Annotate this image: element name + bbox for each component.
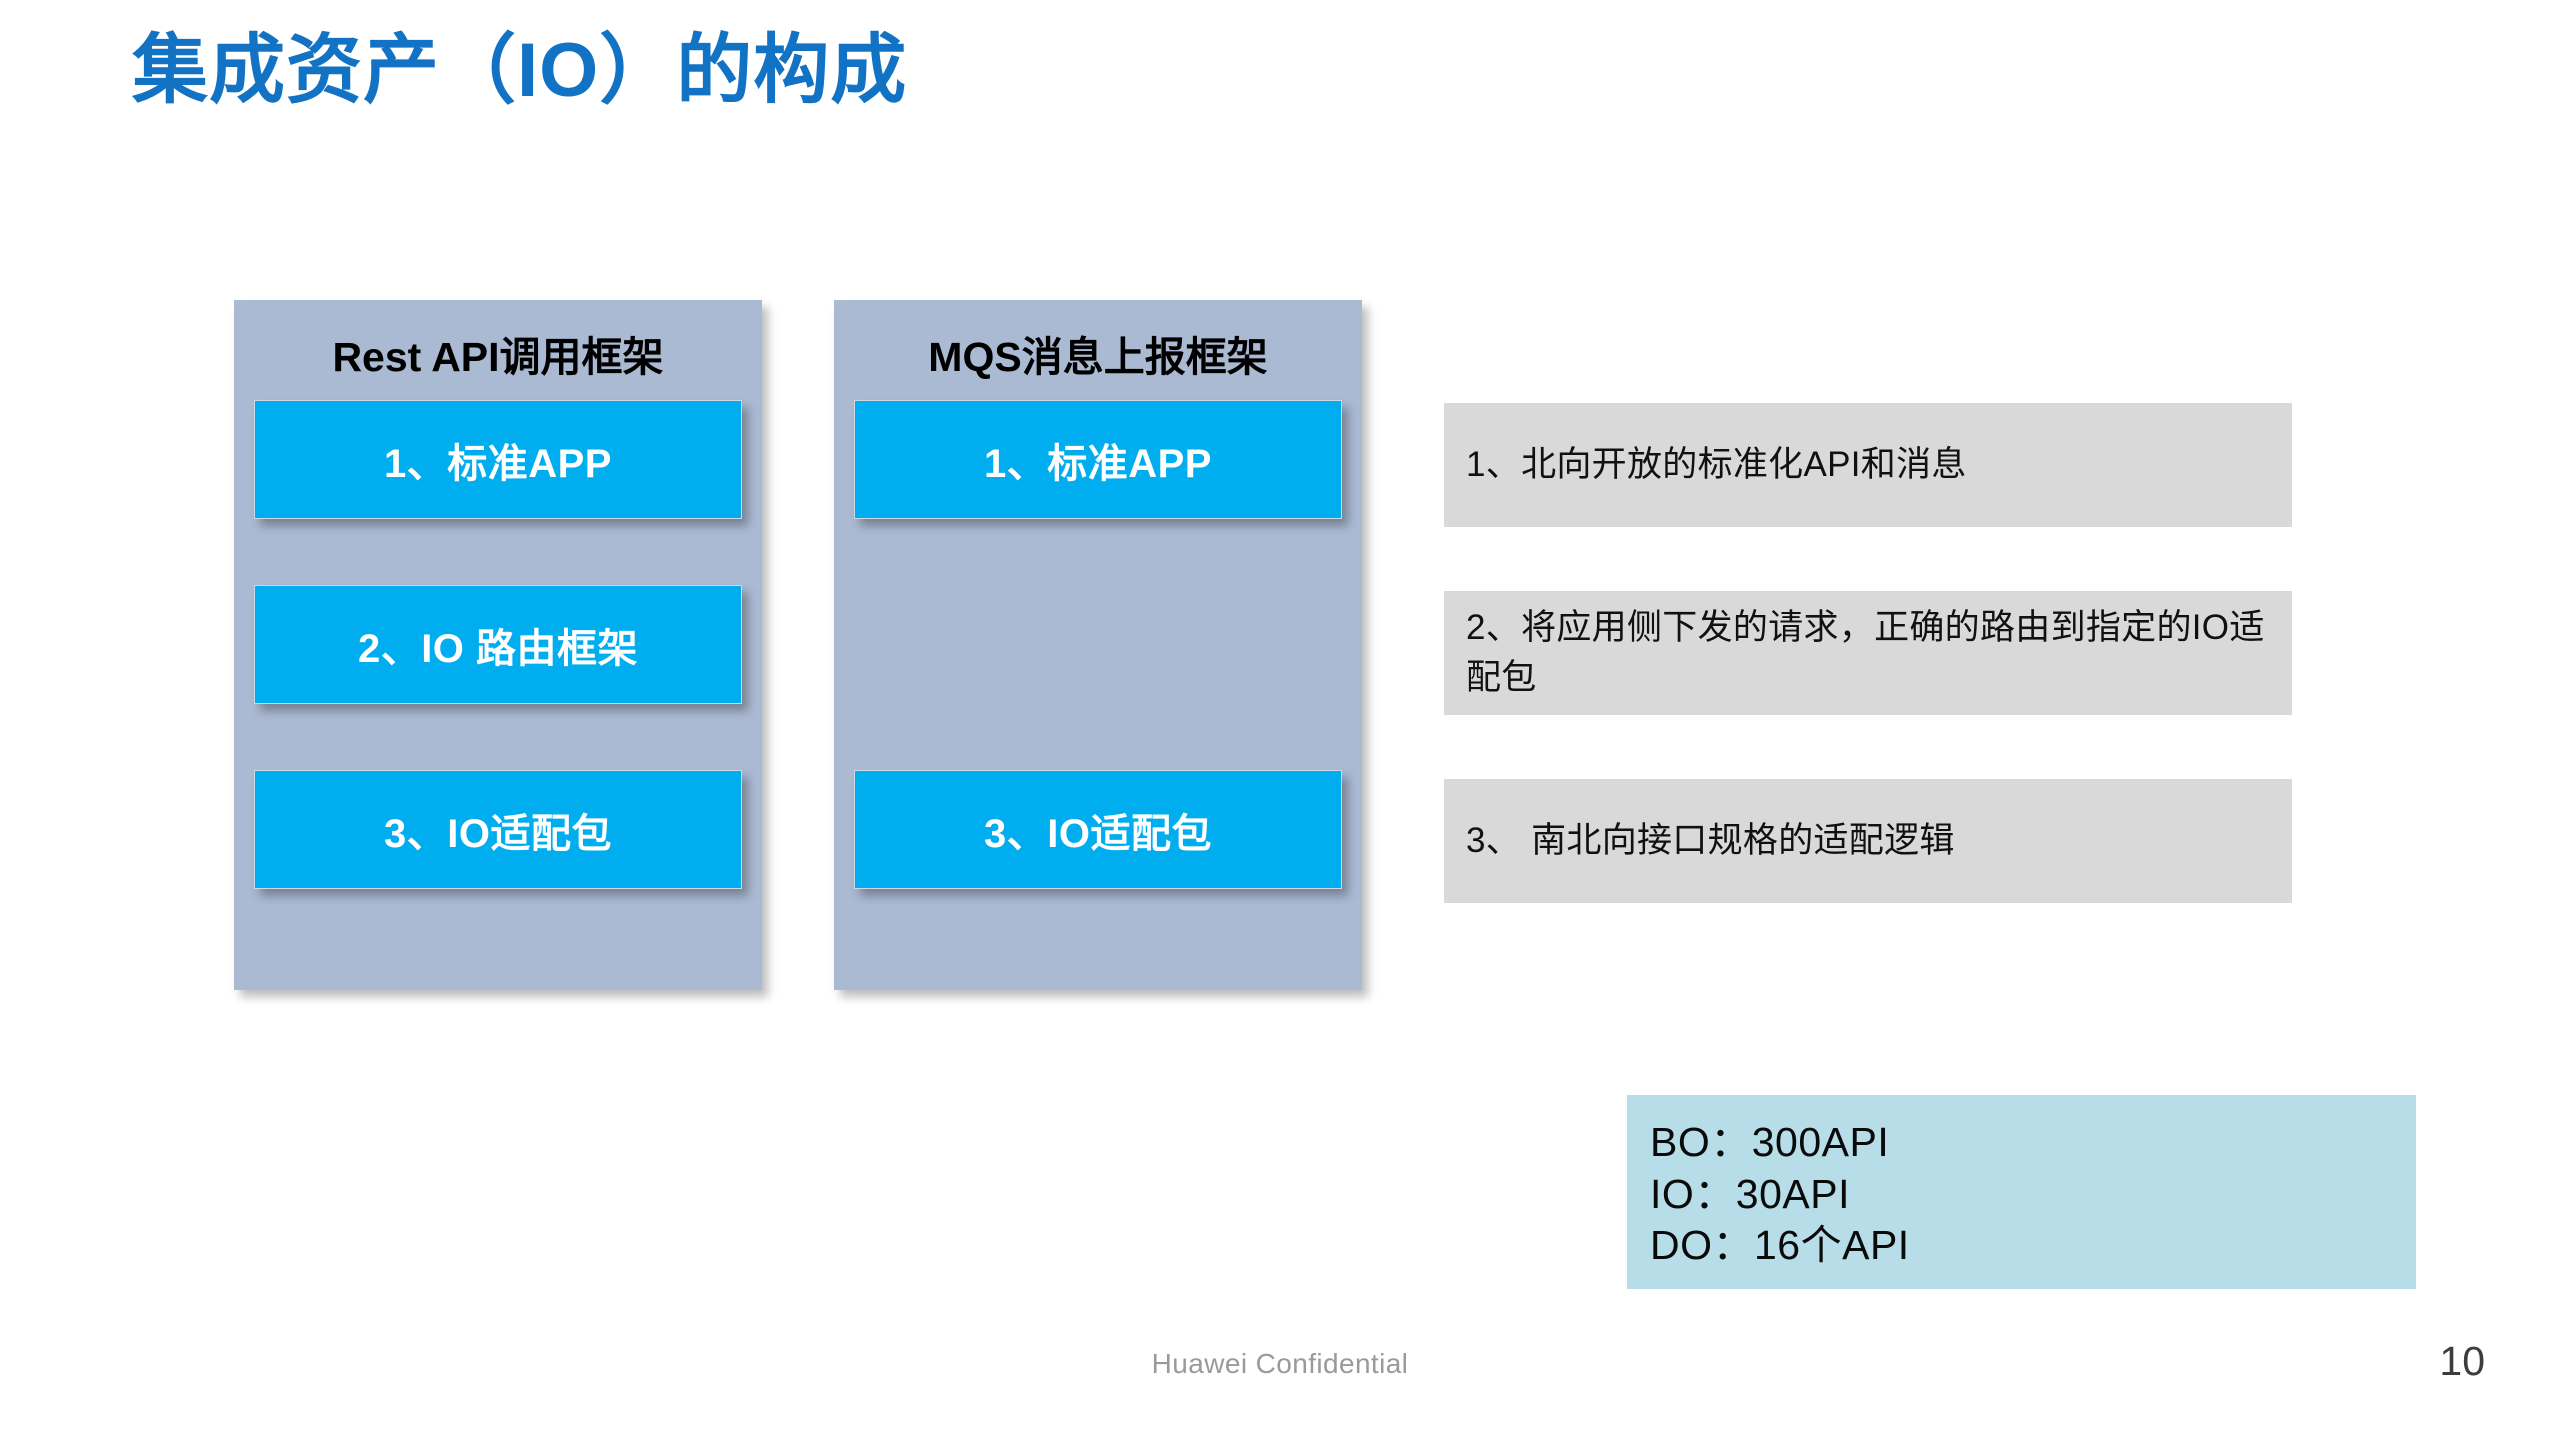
api-summary-box: BO：300API IO：30API DO：16个API	[1627, 1095, 2416, 1289]
confidentiality-footer: Huawei Confidential	[1151, 1348, 1409, 1379]
api-summary-line-do: DO：16个API	[1650, 1222, 1910, 1269]
panel-title-mqs: MQS消息上报框架	[928, 334, 1268, 380]
description-text: 3、 南北向接口规格的适配逻辑	[1466, 821, 1955, 861]
panel-title-rest-api: Rest API调用框架	[332, 334, 664, 380]
layer-box-label: 1、标准APP	[984, 441, 1212, 486]
layer-box-io-adapter-package-mqs[interactable]: 3、IO适配包	[854, 770, 1342, 889]
api-summary-line-io: IO：30API	[1650, 1170, 1850, 1217]
description-text: 2、将应用侧下发的请求，正确的路由到指定的IO适配包	[1466, 608, 2265, 697]
layer-box-io-adapter-package-rest[interactable]: 3、IO适配包	[254, 770, 742, 889]
description-box-2: 2、将应用侧下发的请求，正确的路由到指定的IO适配包	[1444, 591, 2292, 715]
framework-panel-rest-api: Rest API调用框架 1、标准APP 2、IO 路由框架 3、IO适配包	[234, 300, 762, 990]
framework-panel-mqs: MQS消息上报框架 1、标准APP 3、IO适配包	[834, 300, 1362, 990]
layer-box-label: 1、标准APP	[384, 441, 612, 486]
api-summary-line-bo: BO：300API	[1650, 1119, 1890, 1165]
layer-box-label: 3、IO适配包	[384, 811, 612, 856]
page-number: 10	[2439, 1338, 2485, 1384]
layer-box-label: 3、IO适配包	[984, 811, 1212, 856]
layer-box-standard-app-mqs[interactable]: 1、标准APP	[854, 400, 1342, 519]
page-title: 集成资产（IO）的构成	[132, 28, 908, 113]
description-text: 1、北向开放的标准化API和消息	[1466, 445, 1967, 485]
layer-box-standard-app-rest[interactable]: 1、标准APP	[254, 400, 742, 519]
description-box-3: 3、 南北向接口规格的适配逻辑	[1444, 779, 2292, 903]
layer-box-label: 2、IO 路由框架	[357, 626, 639, 671]
layer-box-io-routing-framework[interactable]: 2、IO 路由框架	[254, 585, 742, 704]
description-box-1: 1、北向开放的标准化API和消息	[1444, 403, 2292, 527]
